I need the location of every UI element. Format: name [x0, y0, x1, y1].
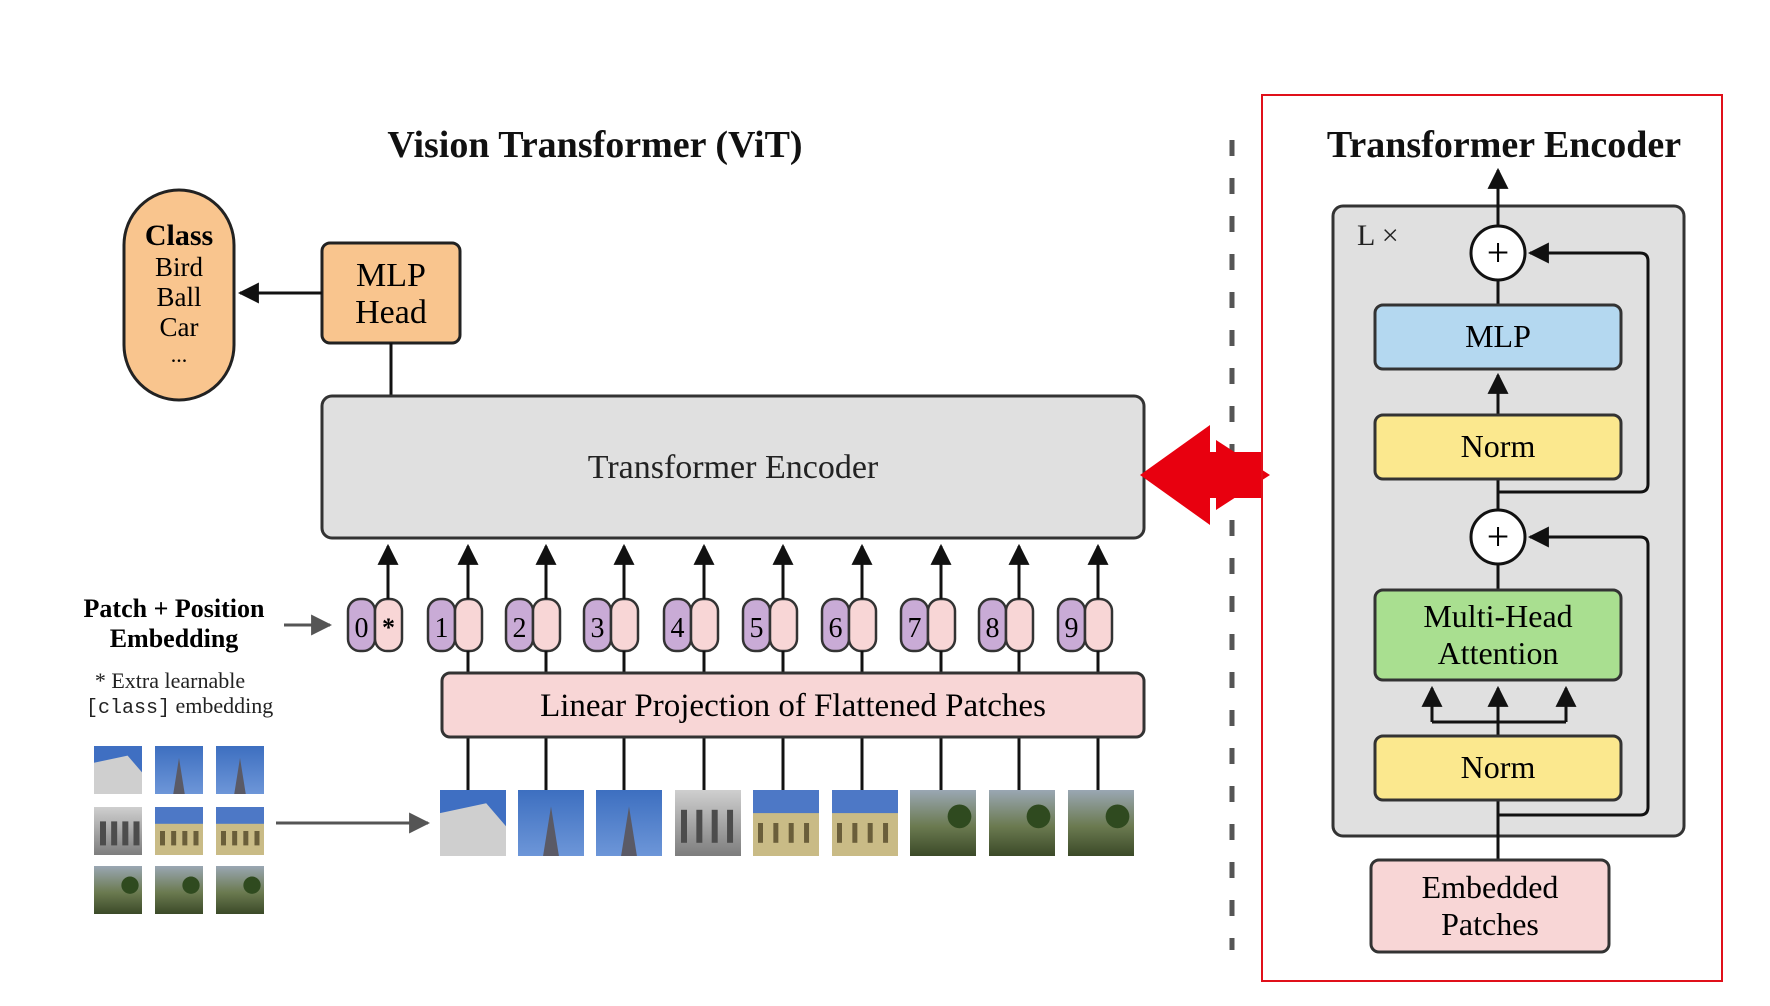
norm-bottom-box: Norm — [1373, 734, 1623, 802]
token-9: 9 — [1056, 543, 1114, 790]
patch-embedding — [768, 597, 799, 653]
position-index: 7 — [908, 613, 922, 644]
position-index: 9 — [1065, 613, 1079, 644]
patch-8 — [989, 790, 1055, 856]
embedded-line2: Patches — [1441, 906, 1539, 942]
class-item-car: Car — [160, 312, 199, 342]
token-7: 7 — [899, 543, 957, 790]
vit-title: Vision Transformer (ViT) — [387, 124, 802, 166]
grid-cell-9 — [216, 866, 264, 914]
patch-embedding — [1083, 597, 1114, 653]
transformer-encoder-label: Transformer Encoder — [588, 449, 879, 486]
norm-bottom-label: Norm — [1461, 749, 1536, 785]
grid-cell-5 — [155, 807, 203, 855]
residual-connection-2 — [1498, 242, 1650, 494]
encoder-detail-frame — [1261, 94, 1723, 982]
mlp-head-line1: MLP — [356, 257, 426, 294]
mlp-head-line2: Head — [355, 294, 427, 331]
extra-note-line2: [class] embedding — [86, 693, 273, 720]
grid-cell-3 — [216, 746, 264, 794]
token-5: 5 — [741, 543, 799, 790]
embedded-patches-box: Embedded Patches — [1369, 858, 1611, 954]
grid-cell-1 — [94, 746, 142, 794]
position-index: 6 — [829, 613, 843, 644]
patch-embedding — [531, 597, 562, 653]
attention-line2: Attention — [1438, 635, 1559, 671]
class-header: Class — [145, 219, 213, 252]
patch-3 — [596, 790, 662, 856]
position-index: 1 — [435, 613, 449, 644]
add-node-top: + — [1469, 224, 1527, 282]
patch-embedding — [847, 597, 878, 653]
linear-projection-label: Linear Projection of Flattened Patches — [540, 688, 1046, 724]
patch-2 — [518, 790, 584, 856]
transformer-encoder-box: Transformer Encoder — [320, 394, 1146, 540]
encoder-mlp-label: MLP — [1465, 318, 1531, 354]
patch-embedding — [609, 597, 640, 653]
source-image-grid — [94, 746, 264, 914]
extra-note-rest: embedding — [170, 693, 273, 718]
mlp-head-box: MLP Head — [320, 241, 462, 345]
encoder-mlp-box: MLP — [1373, 303, 1623, 371]
patch-6 — [832, 790, 898, 856]
token-3: 3 — [582, 543, 640, 790]
red-arrow-shape — [1140, 425, 1262, 525]
token-2: 2 — [504, 543, 562, 790]
add-node-bottom-symbol: + — [1487, 514, 1510, 559]
add-node-bottom: + — [1469, 508, 1527, 566]
token-0: 0* — [346, 543, 404, 653]
patch-position-label-1: Patch + Position — [84, 594, 265, 623]
extra-note-line1: * Extra learnable — [95, 668, 245, 693]
token-1: 1 — [426, 543, 484, 790]
patch-9 — [1068, 790, 1134, 856]
patch-embedding — [926, 597, 957, 653]
norm-top-label: Norm — [1461, 428, 1536, 464]
patch-embedding — [453, 597, 484, 653]
grid-cell-2 — [155, 746, 203, 794]
class-output-box: Class Bird Ball Car ... — [122, 188, 236, 402]
class-item-bird: Bird — [155, 252, 204, 282]
patch-position-label-2: Embedding — [110, 624, 239, 653]
patch-4 — [675, 790, 741, 856]
position-index: 2 — [513, 613, 527, 644]
extra-note-code: [class] — [86, 697, 170, 720]
add-node-top-symbol: + — [1487, 230, 1510, 275]
patch-embedding — [1004, 597, 1035, 653]
patch-1 — [440, 790, 506, 856]
patch-5 — [753, 790, 819, 856]
position-index: 0 — [355, 613, 369, 644]
grid-cell-6 — [216, 807, 264, 855]
class-token-mark: * — [382, 613, 395, 642]
token-8: 8 — [977, 543, 1035, 790]
position-index: 4 — [671, 613, 685, 644]
linear-projection-box: Linear Projection of Flattened Patches — [440, 671, 1146, 739]
patch-7 — [910, 790, 976, 856]
grid-cell-7 — [94, 866, 142, 914]
token-6: 6 — [820, 543, 878, 790]
multi-head-attention-box: Multi-Head Attention — [1373, 588, 1623, 682]
residual-connection-1 — [1498, 526, 1650, 817]
grid-cell-8 — [155, 866, 203, 914]
patch-strip — [440, 790, 1134, 856]
class-item-more: ... — [171, 342, 188, 367]
position-index: 8 — [986, 613, 1000, 644]
red-arrow-tip — [1216, 440, 1270, 510]
position-index: 3 — [591, 613, 605, 644]
patch-embedding — [689, 597, 720, 653]
token-4: 4 — [662, 543, 720, 790]
embedded-line1: Embedded — [1422, 869, 1559, 905]
position-index: 5 — [750, 613, 764, 644]
attention-line1: Multi-Head — [1423, 598, 1572, 634]
norm-top-box: Norm — [1373, 413, 1623, 481]
class-item-ball: Ball — [157, 282, 202, 312]
grid-cell-4 — [94, 807, 142, 855]
repeat-label: L × — [1357, 219, 1399, 252]
encoder-detail-title: Transformer Encoder — [1327, 124, 1681, 166]
